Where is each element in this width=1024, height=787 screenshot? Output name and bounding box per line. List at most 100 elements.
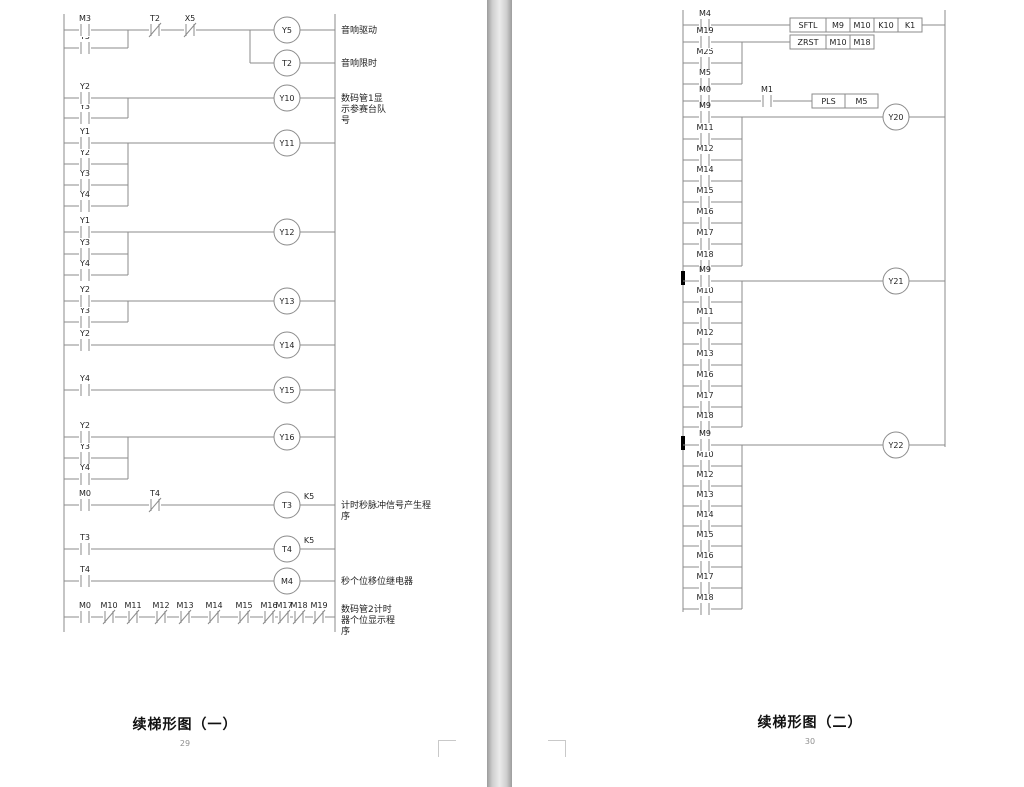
svg-text:M10: M10 bbox=[853, 21, 870, 30]
contact-M16: M16 bbox=[696, 207, 714, 230]
contact-T4: T4 bbox=[79, 565, 91, 588]
contact-M16: M16 bbox=[696, 370, 714, 393]
contact-M3: M3 bbox=[79, 14, 91, 37]
contact-Y3: Y3 bbox=[79, 169, 91, 192]
contact-M10: M10 bbox=[100, 601, 118, 625]
contact-M9: M9 bbox=[699, 265, 711, 288]
contact-M12: M12 bbox=[696, 470, 714, 493]
svg-text:Y4: Y4 bbox=[79, 463, 90, 472]
contact-Y3: Y3 bbox=[79, 306, 91, 329]
ladder-rung: Y4 Y15 bbox=[64, 374, 335, 404]
svg-text:PLS: PLS bbox=[821, 97, 835, 106]
contact-Y2: Y2 bbox=[79, 329, 91, 352]
svg-text:M19: M19 bbox=[310, 601, 327, 610]
margin-corner-mark bbox=[438, 740, 456, 757]
svg-text:Y21: Y21 bbox=[887, 277, 903, 286]
svg-text:Y2: Y2 bbox=[79, 82, 90, 91]
contact-M12: M12 bbox=[696, 328, 714, 351]
svg-text:T2: T2 bbox=[149, 14, 160, 23]
svg-text:M0: M0 bbox=[79, 489, 91, 498]
svg-text:M4: M4 bbox=[699, 9, 711, 18]
svg-text:M0: M0 bbox=[79, 601, 91, 610]
svg-text:秒个位移位继电器: 秒个位移位继电器 bbox=[341, 575, 413, 587]
svg-text:音响驱动: 音响驱动 bbox=[341, 24, 377, 36]
svg-text:数码管1显: 数码管1显 bbox=[341, 92, 383, 104]
contact-M13: M13 bbox=[176, 601, 194, 625]
contact-Y2: Y2 bbox=[79, 82, 91, 105]
contact-M18: M18 bbox=[696, 593, 714, 616]
contact-M19: M19 bbox=[310, 601, 328, 625]
contact-M0: M0 bbox=[79, 601, 91, 624]
contact-M0: M0 bbox=[79, 489, 91, 512]
page-29: Y5M3T2X5Y5音响驱动T2音响限时Y3Y2Y10数码管1显示参赛台队号Y2… bbox=[0, 0, 487, 787]
svg-text:号: 号 bbox=[341, 115, 350, 126]
svg-text:M10: M10 bbox=[829, 38, 846, 47]
svg-text:Y2: Y2 bbox=[79, 329, 90, 338]
svg-text:M9: M9 bbox=[699, 429, 711, 438]
page-number-29: 29 bbox=[179, 739, 191, 748]
margin-corner-mark bbox=[548, 740, 566, 757]
svg-text:K10: K10 bbox=[878, 21, 893, 30]
svg-text:M0: M0 bbox=[699, 85, 711, 94]
svg-text:Y14: Y14 bbox=[278, 341, 294, 350]
svg-text:M10: M10 bbox=[100, 601, 117, 610]
svg-text:Y16: Y16 bbox=[278, 433, 294, 442]
svg-text:数码管2计时: 数码管2计时 bbox=[341, 603, 392, 615]
svg-text:M1: M1 bbox=[761, 85, 773, 94]
contact-M11: M11 bbox=[696, 123, 714, 146]
svg-text:T4: T4 bbox=[79, 565, 90, 574]
contact-T4: T4 bbox=[148, 489, 162, 513]
svg-text:M11: M11 bbox=[124, 601, 141, 610]
contact-M25: M25 bbox=[696, 47, 714, 70]
svg-text:M18: M18 bbox=[696, 593, 713, 602]
svg-text:Y5: Y5 bbox=[281, 26, 292, 35]
contact-M15: M15 bbox=[696, 186, 714, 209]
contact-M13: M13 bbox=[696, 349, 714, 372]
svg-text:M3: M3 bbox=[79, 14, 91, 23]
contact-M17: M17 bbox=[696, 228, 714, 251]
svg-text:M17: M17 bbox=[275, 601, 292, 610]
power-rails bbox=[681, 10, 946, 612]
contact-Y2: Y2 bbox=[79, 421, 91, 444]
contact-Y1: Y1 bbox=[79, 127, 91, 150]
svg-text:M17: M17 bbox=[696, 228, 713, 237]
svg-text:M18: M18 bbox=[290, 601, 307, 610]
svg-text:SFTL: SFTL bbox=[799, 21, 818, 30]
contact-M16: M16 bbox=[260, 601, 278, 625]
svg-text:M5: M5 bbox=[856, 97, 868, 106]
svg-text:音响限时: 音响限时 bbox=[341, 57, 377, 69]
coil-Y12: Y12 bbox=[273, 218, 335, 246]
svg-text:M11: M11 bbox=[696, 307, 713, 316]
svg-text:Y12: Y12 bbox=[278, 228, 294, 237]
svg-text:M13: M13 bbox=[176, 601, 193, 610]
coil-Y5: Y5 音响驱动 bbox=[273, 16, 377, 44]
svg-text:Y11: Y11 bbox=[278, 139, 294, 148]
coil-Y15: Y15 bbox=[273, 376, 335, 404]
svg-text:M12: M12 bbox=[696, 470, 713, 479]
svg-text:Y4: Y4 bbox=[79, 374, 90, 383]
svg-text:Y4: Y4 bbox=[79, 259, 90, 268]
power-rails bbox=[63, 14, 336, 632]
svg-text:M16: M16 bbox=[260, 601, 277, 610]
svg-text:Y22: Y22 bbox=[887, 441, 903, 450]
svg-text:M9: M9 bbox=[699, 101, 711, 110]
contact-M15: M15 bbox=[696, 530, 714, 553]
svg-text:Y3: Y3 bbox=[79, 169, 90, 178]
svg-text:Y2: Y2 bbox=[79, 148, 90, 157]
page-gap bbox=[487, 0, 512, 787]
svg-text:Y2: Y2 bbox=[79, 421, 90, 430]
